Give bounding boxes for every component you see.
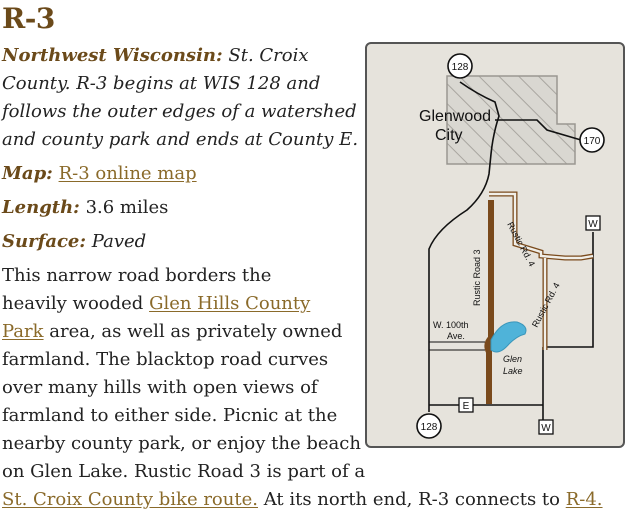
glen-lake	[490, 321, 527, 353]
surface-row: Surface: Paved	[2, 230, 146, 254]
body-line-9: St. Croix County bike route. At its nort…	[2, 488, 603, 512]
body-line-4: farmland. The blacktop road curves	[2, 349, 329, 370]
intro-text-1: St. Croix	[228, 45, 309, 66]
body-line-1: This narrow road borders the	[2, 265, 272, 286]
wis-170-shield: 170	[579, 127, 605, 153]
map-label: Map:	[2, 163, 53, 184]
county-w-road	[545, 232, 594, 348]
intro-line-4: and county park and ends at County E.	[2, 129, 359, 150]
county-w-shield-bottom: W	[538, 419, 554, 435]
map-row: Map: R-3 online map	[2, 162, 197, 186]
length-row: Length: 3.6 miles	[2, 196, 168, 220]
body-line-2: heavily wooded Glen Hills County	[2, 292, 310, 316]
intro-line-2: County. R-3 begins at WIS 128 and	[2, 73, 321, 94]
glen-lake-label-1: Glen	[503, 354, 522, 364]
svg-text:170: 170	[584, 136, 601, 147]
bike-route-link[interactable]: St. Croix County bike route.	[2, 489, 258, 510]
region-label: Northwest Wisconsin:	[2, 45, 223, 66]
rustic-road-4-label-a: Rustic Rd. 4	[505, 220, 537, 268]
svg-text:128: 128	[421, 422, 438, 433]
surface-value: Paved	[91, 231, 147, 252]
svg-text:W: W	[541, 423, 551, 434]
page-title: R-3	[2, 2, 55, 35]
wis-128-south-shield: 128	[416, 413, 442, 439]
r4-link[interactable]: R-4.	[565, 489, 603, 510]
w-100th-label-2: Ave.	[447, 331, 465, 341]
body-line-3: Park area, as well as privately owned	[2, 320, 342, 344]
city-name-line-1: Glenwood	[419, 108, 491, 125]
body-line-8: on Glen Lake. Rustic Road 3 is part of a	[2, 461, 366, 482]
highway-170	[495, 119, 582, 141]
rustic-road-3	[484, 200, 494, 404]
w-100th-ave	[429, 341, 485, 351]
city-name-line-2: City	[435, 127, 463, 144]
intro-line-1: Northwest Wisconsin: St. Croix	[2, 44, 309, 68]
rustic-road-3-label: Rustic Road 3	[472, 249, 482, 306]
body-text: area, as well as privately owned	[43, 321, 343, 342]
surface-label: Surface:	[2, 231, 87, 252]
length-value: 3.6 miles	[85, 197, 169, 218]
body-text: At its north end, R-3 connects to	[257, 489, 566, 510]
glen-hills-park-link-cont[interactable]: Park	[2, 321, 44, 342]
wis-128-north-shield: 128	[447, 53, 473, 79]
route-map[interactable]: Glenwood City Rustic Road 3 Rustic Rd. 4…	[365, 42, 625, 448]
intro-line-3: follows the outer edges of a watershed	[2, 101, 357, 122]
glen-lake-label-2: Lake	[503, 366, 523, 376]
online-map-link[interactable]: R-3 online map	[58, 163, 197, 184]
body-line-6: farmland to either side. Picnic at the	[2, 405, 338, 426]
county-w-shield-top: W	[585, 215, 601, 231]
county-e-shield: E	[458, 397, 474, 413]
body-line-7: nearby county park, or enjoy the beach	[2, 433, 361, 454]
length-label: Length:	[2, 197, 80, 218]
body-line-5: over many hills with open views of	[2, 377, 318, 398]
w-100th-label-1: W. 100th	[433, 320, 469, 330]
svg-text:W: W	[588, 219, 598, 230]
highway-128-north	[428, 81, 500, 412]
svg-text:128: 128	[452, 62, 469, 73]
glen-hills-park-link[interactable]: Glen Hills County	[149, 293, 311, 314]
svg-text:E: E	[463, 401, 470, 412]
body-text: heavily wooded	[2, 293, 150, 314]
